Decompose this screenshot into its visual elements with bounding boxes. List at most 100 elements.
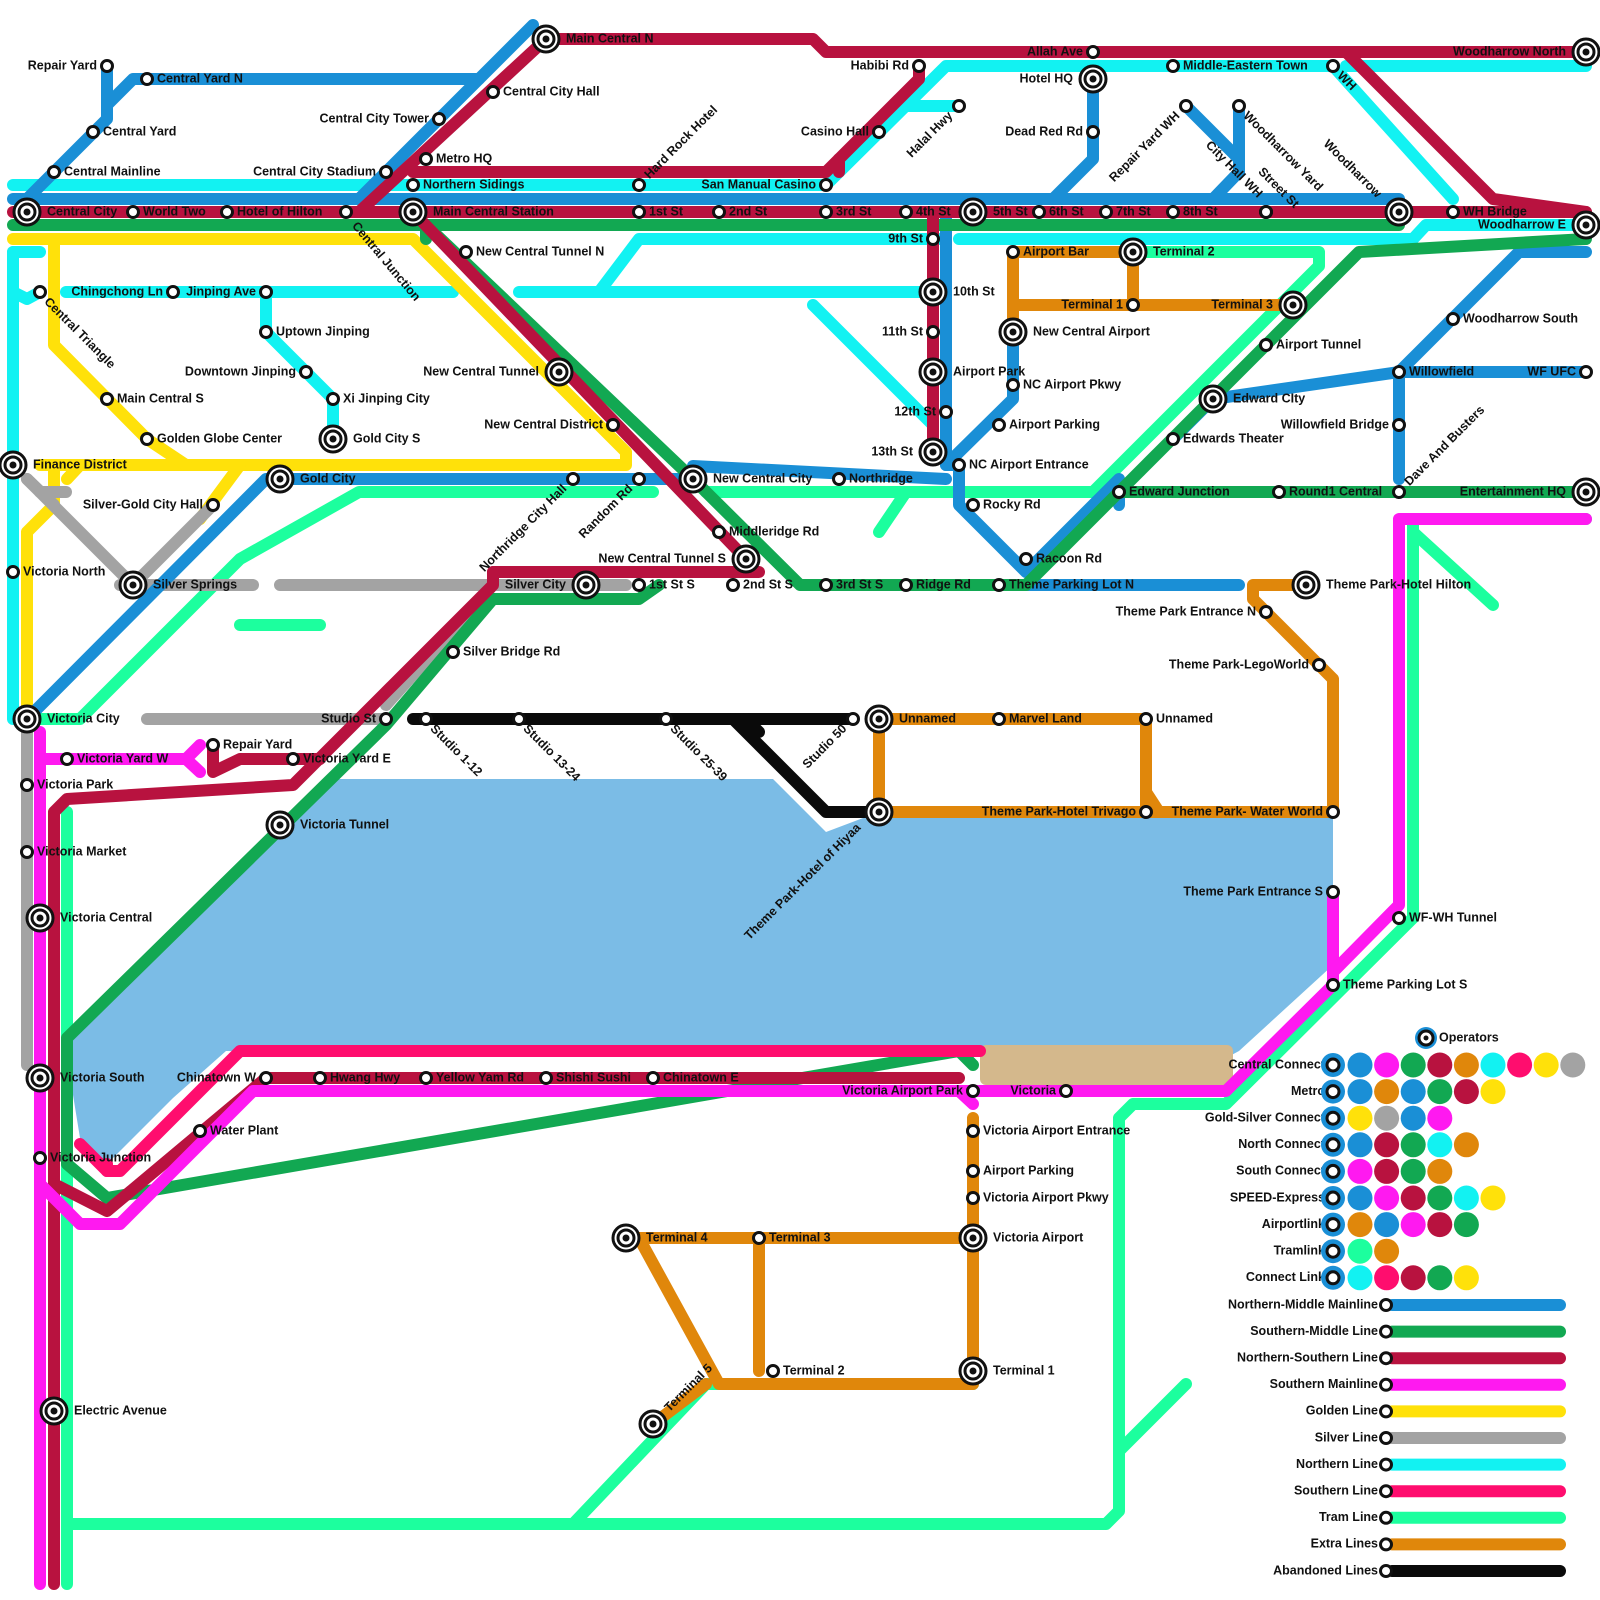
station-theme-parking-lot-s[interactable] <box>1328 980 1339 991</box>
station-victoria-airport-park[interactable] <box>968 1086 979 1097</box>
station-12th-st[interactable] <box>941 407 952 418</box>
station-halal-hwy[interactable] <box>954 101 965 112</box>
station-central-junction[interactable] <box>341 207 352 218</box>
station-central-yard-n[interactable] <box>142 74 153 85</box>
station-7th-st[interactable] <box>1101 207 1112 218</box>
interchange-main-central-station[interactable] <box>400 199 426 225</box>
station-habibi-rd[interactable] <box>914 61 925 72</box>
station-hotel-of-hilton[interactable] <box>222 207 233 218</box>
station-unnamed[interactable] <box>1141 714 1152 725</box>
station-golden-globe-center[interactable] <box>142 434 153 445</box>
station-downtown-jinping[interactable] <box>301 367 312 378</box>
interchange-5th-st[interactable] <box>960 199 986 225</box>
station-central-triangle[interactable] <box>35 287 46 298</box>
station-8th-st[interactable] <box>1168 207 1179 218</box>
legend-abandoned-lines[interactable]: Abandoned Lines <box>1273 1563 1560 1577</box>
interchange-victoria-airport[interactable] <box>960 1225 986 1251</box>
station-repair-yard[interactable] <box>102 61 113 72</box>
station-studio-25-39[interactable] <box>661 714 672 725</box>
station-theme-parking-lot-n[interactable] <box>994 580 1005 591</box>
station-wf-wh-tunnel[interactable] <box>1394 913 1405 924</box>
station-victoria[interactable] <box>1061 1086 1072 1097</box>
station-theme-park-legoworld[interactable] <box>1314 660 1325 671</box>
operator-metro[interactable]: Metro <box>1291 1079 1506 1104</box>
station-theme-park-water-world[interactable] <box>1328 807 1339 818</box>
station-round1-central[interactable] <box>1274 487 1285 498</box>
station-wf-ufc[interactable] <box>1581 367 1592 378</box>
interchange-new-central-airport[interactable] <box>1000 319 1026 345</box>
station-silver-bridge-rd[interactable] <box>448 647 459 658</box>
station-dead-red-rd[interactable] <box>1088 127 1099 138</box>
interchange-theme-park-hotel-of-hiyaa[interactable] <box>866 799 892 825</box>
interchange-entertainment-hq[interactable] <box>1573 479 1599 505</box>
station-san-manual-casino[interactable] <box>821 180 832 191</box>
station-victoria-airport-entrance[interactable] <box>968 1126 979 1137</box>
station-chingchong-ln[interactable] <box>168 287 179 298</box>
legend-extra-lines[interactable]: Extra Lines <box>1311 1537 1560 1551</box>
station-chinatown-w[interactable] <box>261 1073 272 1084</box>
station-victoria-junction[interactable] <box>35 1153 46 1164</box>
station-victoria-yard-w[interactable] <box>62 754 73 765</box>
station-metro-hq[interactable] <box>421 154 432 165</box>
operator-speed-express[interactable]: SPEED-Express <box>1230 1186 1506 1211</box>
station-woodharrow-south[interactable] <box>1448 314 1459 325</box>
legend-northern-line[interactable]: Northern Line <box>1296 1457 1560 1471</box>
station-airport-parking[interactable] <box>994 420 1005 431</box>
interchange-terminal-4[interactable] <box>613 1225 639 1251</box>
station-central-city-tower[interactable] <box>434 114 445 125</box>
station-1st-st-s[interactable] <box>634 580 645 591</box>
station-dave-and-busters[interactable] <box>1394 487 1405 498</box>
station-shishi-sushi[interactable] <box>541 1073 552 1084</box>
interchange-terminal-5[interactable] <box>640 1411 666 1437</box>
legend-tram-line[interactable]: Tram Line <box>1319 1510 1560 1524</box>
interchange-edward-city[interactable] <box>1200 386 1226 412</box>
station-theme-park-entrance-s[interactable] <box>1328 887 1339 898</box>
station-silver-gold-city-hall[interactable] <box>208 500 219 511</box>
station-studio-1-12[interactable] <box>421 714 432 725</box>
station-edward-junction[interactable] <box>1114 487 1125 498</box>
interchange-terminal-2[interactable] <box>1120 239 1146 265</box>
operator-gold-silver-connect[interactable]: Gold-Silver Connect <box>1205 1106 1452 1131</box>
station-central-city-hall[interactable] <box>488 87 499 98</box>
operator-north-connect[interactable]: North Connect <box>1238 1132 1479 1157</box>
station-terminal-3[interactable] <box>754 1233 765 1244</box>
station-wh-bridge[interactable] <box>1448 207 1459 218</box>
station-theme-park-entrance-n[interactable] <box>1261 607 1272 618</box>
station-marvel-land[interactable] <box>994 714 1005 725</box>
station-central-yard[interactable] <box>88 127 99 138</box>
interchange-victoria-tunnel[interactable] <box>267 812 293 838</box>
station-water-plant[interactable] <box>195 1126 206 1137</box>
station-terminal-1[interactable] <box>1128 300 1139 311</box>
legend-northern-middle-mainline[interactable]: Northern-Middle Mainline <box>1228 1297 1560 1311</box>
station-theme-park-hotel-trivago[interactable] <box>1141 807 1152 818</box>
station-northern-sidings[interactable] <box>408 180 419 191</box>
interchange-terminal-1[interactable] <box>960 1358 986 1384</box>
station-3rd-st-s[interactable] <box>821 580 832 591</box>
interchange-13th-st[interactable] <box>920 439 946 465</box>
station-2nd-st[interactable] <box>714 207 725 218</box>
station-1st-st[interactable] <box>634 207 645 218</box>
station-woodharrow-yard[interactable] <box>1234 101 1245 112</box>
station-airport-bar[interactable] <box>1008 247 1019 258</box>
station-3rd-st[interactable] <box>821 207 832 218</box>
station-uptown-jinping[interactable] <box>261 327 272 338</box>
station-jinping-ave[interactable] <box>261 287 272 298</box>
station-terminal-2[interactable] <box>768 1366 779 1377</box>
station-edwards-theater[interactable] <box>1168 434 1179 445</box>
station-victoria-park[interactable] <box>22 780 33 791</box>
interchange-victoria-central[interactable] <box>27 905 53 931</box>
station-main-central-s[interactable] <box>102 394 113 405</box>
station-allah-ave[interactable] <box>1088 47 1099 58</box>
interchange-electric-avenue[interactable] <box>41 1398 67 1424</box>
interchange-airport-park[interactable] <box>920 359 946 385</box>
interchange-woodharrow[interactable] <box>1386 199 1412 225</box>
station-2nd-st-s[interactable] <box>728 580 739 591</box>
station-willowfield[interactable] <box>1394 367 1405 378</box>
station-9th-st[interactable] <box>928 234 939 245</box>
interchange-gold-city[interactable] <box>267 466 293 492</box>
station-6th-st[interactable] <box>1034 207 1045 218</box>
interchange-new-central-tunnel-s[interactable] <box>733 546 759 572</box>
station-airport-parking[interactable] <box>968 1166 979 1177</box>
station-victoria-yard-e[interactable] <box>288 754 299 765</box>
